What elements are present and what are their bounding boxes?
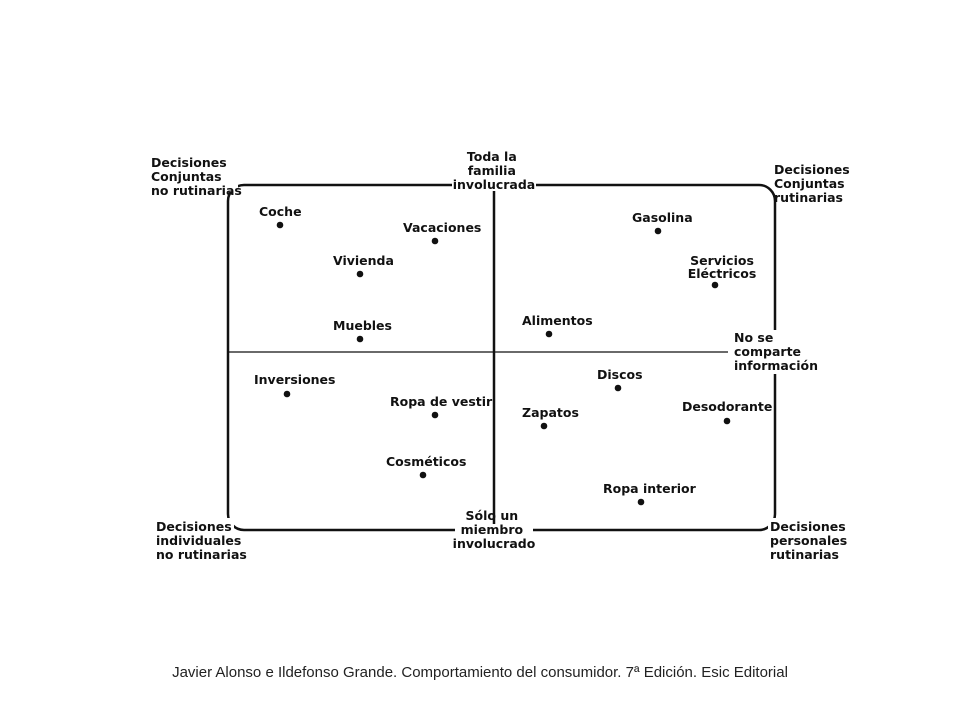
item-dot [614,384,622,392]
axis-right-line: información [734,358,818,373]
corner-tl-line: no rutinarias [151,183,242,198]
item-group: Cosméticos [386,454,466,479]
item-dot [540,422,548,430]
item-label: Gasolina [632,210,693,225]
item-group: Desodorante [682,399,772,425]
item-label-line: Gasolina [632,210,693,225]
item-label: Alimentos [522,313,593,328]
item-dot [431,237,439,245]
corner-tr-line: Conjuntas [774,176,845,191]
item-label: Vivienda [333,253,394,268]
corner-tl-line: Conjuntas [151,169,222,184]
corner-tl-line: Decisiones [151,155,227,170]
item-label: Desodorante [682,399,772,414]
item-dot [545,330,553,338]
axis-top-line: familia [468,163,516,178]
corner-top-right-label: Decisiones Conjuntas rutinarias [774,162,854,205]
item-label-line: Eléctricos [688,266,757,281]
item-label: Inversiones [254,372,335,387]
axis-bottom-label: Sólo un miembro involucrado [453,508,536,551]
item-label: Coche [259,204,302,219]
item-dot [711,281,719,289]
axis-bottom-line: involucrado [453,536,536,551]
corner-bottom-left-label: Decisiones individuales no rutinarias [156,519,247,562]
corner-top-left-label: Decisiones Conjuntas no rutinarias [151,155,242,198]
item-group: Alimentos [522,313,593,338]
item-label-line: Zapatos [522,405,579,420]
item-label-line: Vacaciones [403,220,481,235]
item-group: Ropa de vestir [390,394,493,419]
item-label-line: Discos [597,367,643,382]
item-label: Discos [597,367,643,382]
axis-top-label: Toda la familia involucrada [453,149,536,192]
item-dot [356,270,364,278]
item-dot [419,471,427,479]
corner-tr-line: rutinarias [774,190,843,205]
item-label-line: Muebles [333,318,392,333]
item-group: Muebles [333,318,392,343]
item-dot [723,417,731,425]
axis-top-line: involucrada [453,177,536,192]
item-dot [283,390,291,398]
corner-br-line: Decisiones [770,519,846,534]
item-label-line: Cosméticos [386,454,466,469]
corner-bl-line: individuales [156,533,241,548]
item-dot [654,227,662,235]
item-dot [431,411,439,419]
corner-bl-line: no rutinarias [156,547,247,562]
item-dot [276,221,284,229]
item-label-line: Ropa de vestir [390,394,493,409]
item-group: Gasolina [632,210,693,235]
item-group: Coche [259,204,302,229]
item-label-line: Ropa interior [603,481,697,496]
item-group: Vivienda [333,253,394,278]
item-group: Zapatos [522,405,579,430]
corner-br-line: rutinarias [770,547,839,562]
item-label: Ropa de vestir [390,394,493,409]
axis-right-label: No se comparte información [734,330,818,373]
item-label-line: Inversiones [254,372,335,387]
matrix-frame [226,183,777,532]
item-label-line: Servicios [690,253,754,268]
item-group: Ropa interior [603,481,697,506]
item-group: Inversiones [254,372,335,398]
axis-bottom-line: miembro [461,522,524,537]
item-label-line: Alimentos [522,313,593,328]
source-caption: Javier Alonso e Ildefonso Grande. Compor… [172,664,788,681]
corner-bottom-right-label: Decisiones personales rutinarias [770,519,852,562]
corner-br-line: personales [770,533,847,548]
item-group: Discos [597,367,643,392]
item-label: Zapatos [522,405,579,420]
item-label-line: Coche [259,204,302,219]
corner-bl-line: Decisiones [156,519,232,534]
item-label: Vacaciones [403,220,481,235]
item-dot [356,335,364,343]
item-group: Vacaciones [403,220,481,245]
axis-right-line: No se [734,330,773,345]
item-label: Cosméticos [386,454,466,469]
axis-right-line: comparte [734,344,801,359]
axis-top-line: Toda la [467,149,517,164]
item-label: Ropa interior [603,481,697,496]
axis-bottom-line: Sólo un [466,508,519,523]
corner-tr-line: Decisiones [774,162,850,177]
item-label: Muebles [333,318,392,333]
item-dot [637,498,645,506]
item-label-line: Vivienda [333,253,394,268]
item-label-line: Desodorante [682,399,772,414]
